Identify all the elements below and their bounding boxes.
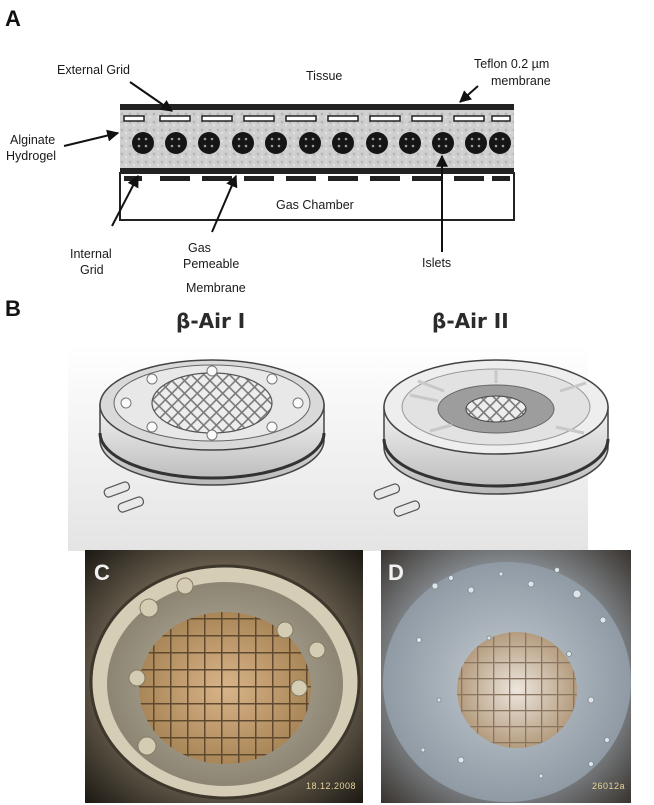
teflon-label-2: membrane — [491, 73, 551, 89]
gas-membrane-label-1: Gas — [188, 240, 211, 256]
gas-membrane-label-3: Membrane — [186, 280, 246, 296]
photo-d — [381, 550, 631, 803]
teflon-label-1: Teflon 0.2 µm — [474, 56, 549, 72]
gas-chamber-label: Gas Chamber — [276, 197, 354, 213]
tissue-label: Tissue — [306, 68, 342, 84]
alginate-label-2: Hydrogel — [6, 148, 56, 164]
external-grid-label: External Grid — [57, 62, 130, 78]
photo-c — [85, 550, 363, 803]
islets-label: Islets — [422, 255, 451, 271]
internal-grid — [124, 176, 510, 181]
beta-air-1-title: β-Air I — [176, 309, 245, 333]
photo-d-timestamp: 26012a — [592, 781, 625, 791]
beta-air-2-title: β-Air II — [432, 309, 509, 333]
photo-c-timestamp: 18.12.2008 — [306, 781, 356, 791]
panel-b-letter: B — [5, 296, 21, 322]
gas-membrane-label-2: Pemeable — [183, 256, 239, 272]
internal-grid-label-1: Internal — [70, 246, 112, 262]
alginate-label-1: Alginate — [10, 132, 55, 148]
internal-grid-label-2: Grid — [80, 262, 104, 278]
teflon-membrane — [120, 104, 514, 110]
panel-c-letter: C — [94, 560, 110, 586]
panel-d-letter: D — [388, 560, 404, 586]
device-renderings — [0, 335, 654, 555]
